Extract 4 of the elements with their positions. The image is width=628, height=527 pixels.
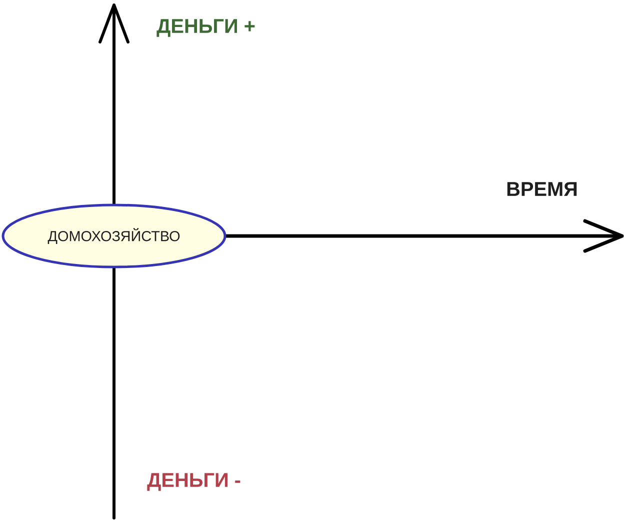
axis-label: ВРЕМЯ (507, 182, 577, 196)
axis-label: ДЕНЬГИ + (156, 19, 255, 37)
ellipse-node: ДОМОХОЗЯЙСТВО (2, 204, 226, 268)
axis-label: ДЕНЬГИ - (147, 473, 240, 491)
